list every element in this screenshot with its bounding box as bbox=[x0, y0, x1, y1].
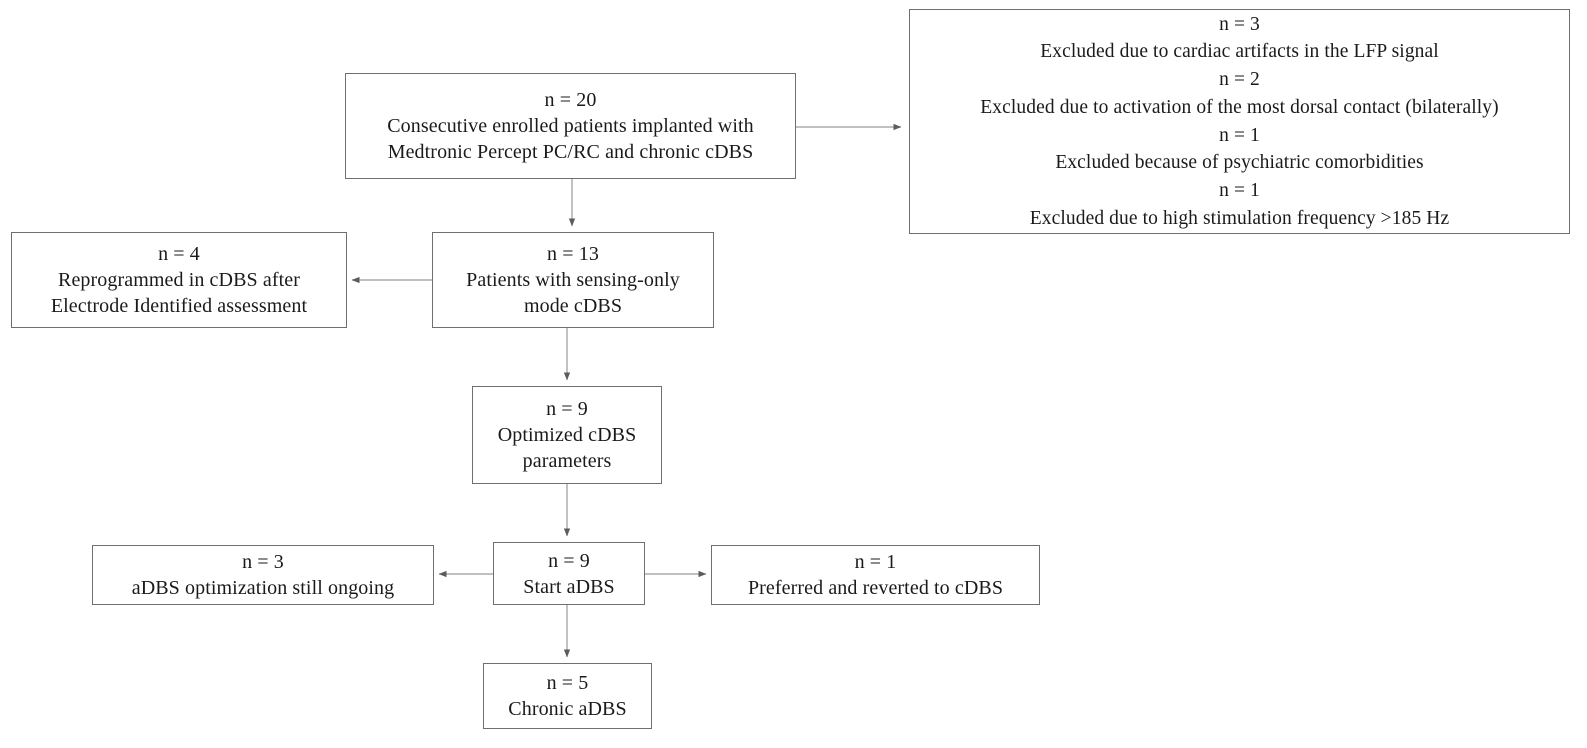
node-sensing-count: n = 13 bbox=[547, 243, 599, 265]
node-excluded-line5: n = 1 bbox=[1219, 124, 1260, 146]
node-chronic-line2: Chronic aDBS bbox=[508, 698, 627, 720]
node-optimized-cdbs-parameters[interactable]: n = 9 Optimized cDBS parameters bbox=[472, 386, 662, 484]
node-optimized-count: n = 9 bbox=[546, 398, 588, 420]
node-chronic-adbs[interactable]: n = 5 Chronic aDBS bbox=[483, 663, 652, 729]
node-reprogrammed-line2: Reprogrammed in cDBS after bbox=[58, 269, 300, 291]
node-excluded-line1: n = 3 bbox=[1219, 13, 1260, 35]
node-reverted-count: n = 1 bbox=[854, 551, 897, 573]
node-optimized-line2: Optimized cDBS bbox=[497, 424, 637, 446]
node-reverted-line2: Preferred and reverted to cDBS bbox=[747, 577, 1004, 599]
node-start-adbs-count: n = 9 bbox=[548, 549, 590, 572]
node-optimized-line3: parameters bbox=[522, 450, 612, 472]
node-chronic-count: n = 5 bbox=[546, 672, 589, 694]
node-excluded-patients[interactable]: n = 3 Excluded due to cardiac artifacts … bbox=[909, 9, 1570, 234]
node-enrolled-count: n = 20 bbox=[544, 89, 597, 111]
node-sensing-line2: Patients with sensing-only bbox=[466, 269, 680, 291]
node-reprogrammed-cdbs[interactable]: n = 4 Reprogrammed in cDBS after Electro… bbox=[11, 232, 347, 328]
node-reprogrammed-count: n = 4 bbox=[158, 243, 200, 265]
node-reprogrammed-line3: Electrode Identified assessment bbox=[50, 295, 308, 317]
node-excluded-line6: Excluded because of psychiatric comorbid… bbox=[1055, 152, 1424, 174]
node-enrolled-line3: Medtronic Percept PC/RC and chronic cDBS bbox=[387, 141, 754, 163]
node-sensing-only-mode[interactable]: n = 13 Patients with sensing-only mode c… bbox=[432, 232, 714, 328]
node-reverted-to-cdbs[interactable]: n = 1 Preferred and reverted to cDBS bbox=[711, 545, 1040, 605]
node-start-adbs-line2: Start aDBS bbox=[523, 575, 615, 598]
node-excluded-line3: n = 2 bbox=[1219, 69, 1260, 91]
node-ongoing-count: n = 3 bbox=[242, 551, 284, 573]
node-enrolled-line2: Consecutive enrolled patients implanted … bbox=[387, 115, 754, 137]
node-sensing-line3: mode cDBS bbox=[523, 295, 623, 317]
node-excluded-line7: n = 1 bbox=[1219, 179, 1260, 201]
node-excluded-line2: Excluded due to cardiac artifacts in the… bbox=[1040, 41, 1439, 63]
node-ongoing-line2: aDBS optimization still ongoing bbox=[131, 577, 395, 599]
node-start-adbs[interactable]: n = 9 Start aDBS bbox=[493, 542, 645, 605]
node-excluded-line8: Excluded due to high stimulation frequen… bbox=[1029, 207, 1450, 229]
node-adbs-optimization-ongoing[interactable]: n = 3 aDBS optimization still ongoing bbox=[92, 545, 434, 605]
node-enrolled-patients[interactable]: n = 20 Consecutive enrolled patients imp… bbox=[345, 73, 796, 179]
node-excluded-line4: Excluded due to activation of the most d… bbox=[980, 96, 1499, 118]
